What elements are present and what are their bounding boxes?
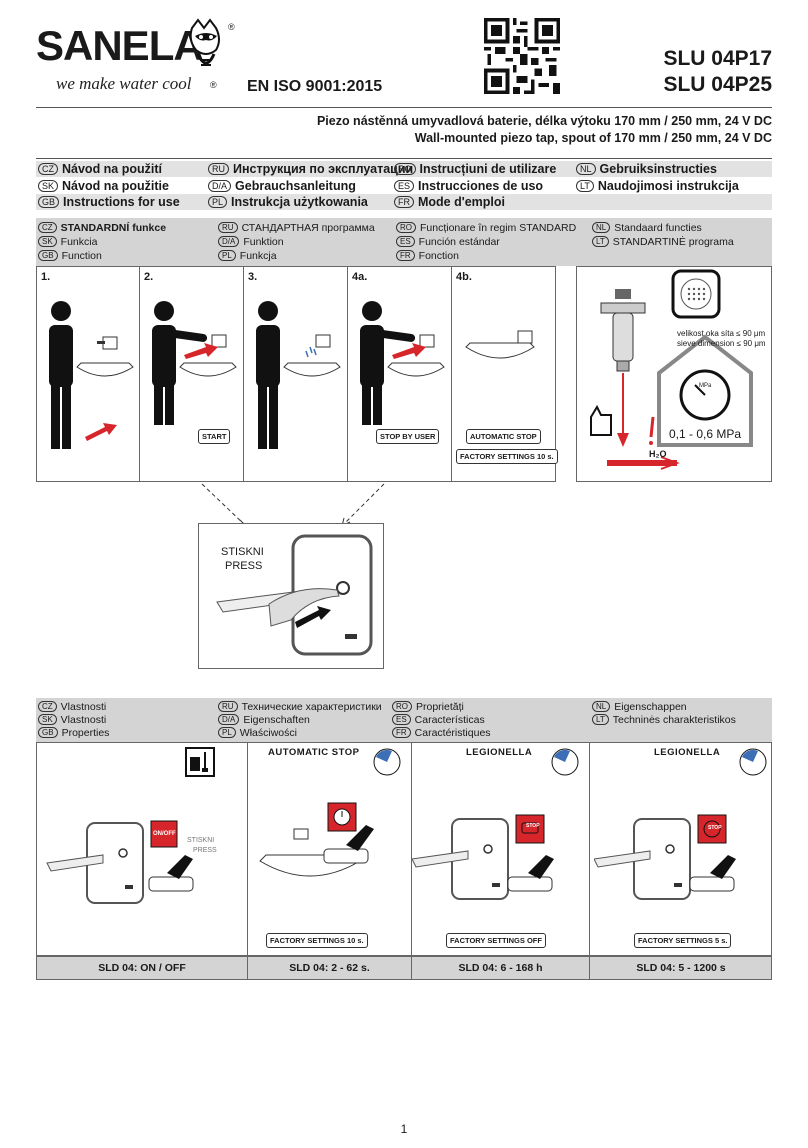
- step-4b: 4b. AUTOMATIC STOP FACTORY SETTINGS 10 s…: [452, 267, 558, 481]
- property-legionella-seconds: LEGIONELLA STOP FACTORY SETTINGS 5 s.: [590, 743, 772, 955]
- basin-icon: [465, 330, 535, 359]
- steps-panel: 1. 2. START 3.: [36, 266, 558, 482]
- subtitle-cz: Piezo nástěnná umyvadlová baterie, délka…: [316, 114, 772, 128]
- step-1: 1.: [37, 267, 139, 481]
- subtitle-en: Wall-mounted piezo tap, spout of 170 mm …: [414, 131, 772, 145]
- page-number: 1: [400, 1122, 408, 1136]
- model-25: SLU 04P25: [663, 73, 772, 96]
- water-label: H₂O: [649, 449, 667, 459]
- property-legionella-hours: LEGIONELLA STOP FACTORY SETTINGS OFF: [412, 743, 589, 955]
- raccoon-mascot-icon: [189, 18, 220, 66]
- step-2: 2. START: [140, 267, 243, 481]
- start-label: START: [198, 429, 231, 444]
- user-washing-icon: [256, 301, 341, 449]
- tap-press-illustration: [216, 534, 373, 656]
- stop-button-label: STOP: [708, 825, 722, 831]
- property-on-off: ON/OFF STISKNI PRESS: [37, 743, 247, 955]
- registered-mark: ®: [210, 80, 217, 90]
- pressure-range: 0,1 - 0,6 MPa: [669, 427, 742, 441]
- brand-name: SANELA: [36, 22, 204, 69]
- cleaning-icon: [185, 747, 215, 777]
- basin-timer-illustration: [259, 802, 374, 877]
- sld-legionella-hours: SLD 04: 6 - 168 h: [458, 962, 543, 974]
- registered-mark: ®: [228, 22, 235, 32]
- user-stopping-icon: [360, 301, 445, 425]
- sld-auto-stop: SLD 04: 2 - 62 s.: [289, 962, 370, 974]
- press-hint-en: PRESS: [193, 847, 217, 854]
- iso-certification: EN ISO 9001:2015: [247, 78, 383, 95]
- tap-legionella-illustration: [594, 814, 736, 900]
- press-zoom-panel: STISKNI PRESS: [198, 523, 384, 669]
- sld-on-off: SLD 04: ON / OFF: [98, 962, 186, 974]
- mesh-size-en: sieve dimension ≤ 90 μm: [677, 339, 766, 348]
- sld-settings-bar: SLD 04: ON / OFF SLD 04: 2 - 62 s. SLD 0…: [36, 956, 772, 980]
- tap-legionella-illustration: [412, 814, 554, 900]
- qr-code-icon: [484, 18, 560, 94]
- filter-pressure-diagram: [590, 269, 753, 470]
- factory-settings-col4: FACTORY SETTINGS 5 s.: [634, 933, 732, 948]
- tap-panel-illustration: [46, 820, 194, 904]
- press-hint-cz: STISKNI: [187, 837, 215, 844]
- automatic-stop-label: AUTOMATIC STOP: [466, 429, 541, 444]
- user-standing-icon: [49, 301, 134, 449]
- model-numbers: SLU 04P17 SLU 04P25: [630, 46, 772, 98]
- step-3: 3.: [244, 267, 347, 481]
- property-automatic-stop: AUTOMATIC STOP FACTORY SETTINGS 10 s.: [248, 743, 411, 955]
- model-17: SLU 04P17: [663, 47, 772, 70]
- press-en: PRESS: [225, 560, 263, 572]
- mesh-size-cz: velikost oka síta ≤ 90 μm: [677, 329, 766, 338]
- press-cz: STISKNI: [221, 546, 264, 558]
- step-4a: 4a. STOP BY USER: [348, 267, 451, 481]
- stop-button-label: STOP: [526, 823, 540, 829]
- factory-settings-label: FACTORY SETTINGS 10 s.: [456, 449, 558, 464]
- on-off-button-label: ON/OFF: [153, 831, 176, 837]
- sld-legionella-seconds: SLD 04: 5 - 1200 s: [636, 962, 726, 974]
- timer-dial-icon: [739, 748, 767, 776]
- user-reaching-icon: [152, 301, 237, 425]
- properties-panel: ON/OFF STISKNI PRESS AUTOMATIC STOP FACT…: [36, 742, 772, 956]
- header-divider: [36, 107, 772, 108]
- factory-settings-col3: FACTORY SETTINGS OFF: [446, 933, 546, 948]
- timer-dial-icon: [373, 748, 401, 776]
- gauge-unit: MPa: [699, 383, 712, 389]
- filter-panel: velikost oka síta ≤ 90 μm sieve dimensio…: [576, 266, 772, 482]
- factory-settings-col2: FACTORY SETTINGS 10 s.: [266, 933, 368, 948]
- timer-dial-icon: [551, 748, 579, 776]
- stop-by-user-label: STOP BY USER: [376, 429, 440, 444]
- sanela-logo: SANELA ® we make water cool ®: [36, 18, 235, 102]
- slogan: we make water cool: [56, 74, 192, 93]
